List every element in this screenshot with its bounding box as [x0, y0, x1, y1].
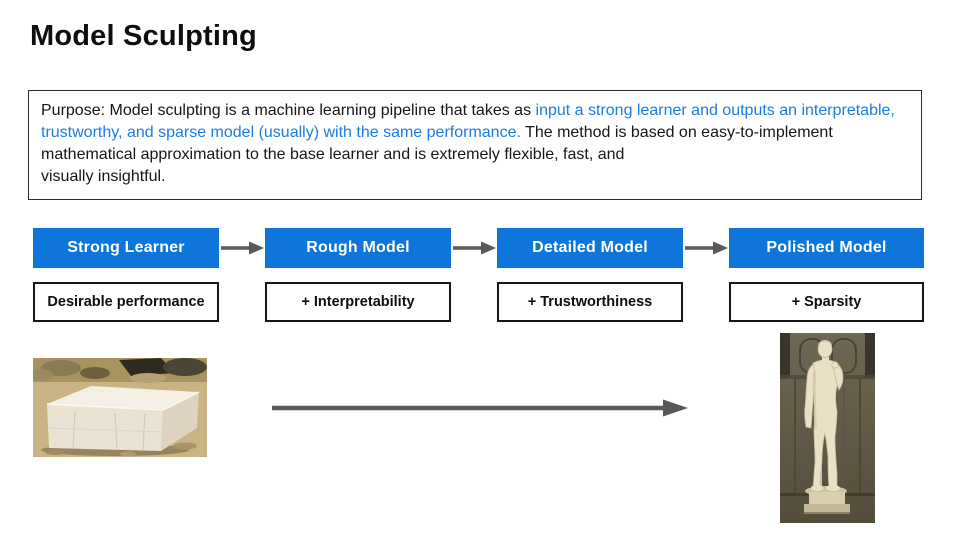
- stage-label: Detailed Model: [532, 239, 648, 256]
- right-arrow-icon: [685, 241, 728, 255]
- stage-label: Polished Model: [766, 239, 887, 256]
- pipeline-property-row: Desirable performance + Interpretability…: [33, 282, 924, 322]
- statue-figure: [804, 340, 850, 514]
- page-title: Model Sculpting: [30, 20, 257, 52]
- purpose-paragraph: Purpose: Model sculpting is a machine le…: [41, 100, 909, 188]
- right-arrow-icon: [453, 241, 496, 255]
- property-box-trustworthiness: + Trustworthiness: [497, 282, 683, 322]
- purpose-text-last-line: visually insightful.: [41, 168, 166, 185]
- stage-arrow-3: [683, 240, 729, 256]
- stage-arrow-2: [451, 240, 497, 256]
- stage-label: Rough Model: [306, 239, 410, 256]
- right-arrow-icon: [221, 241, 264, 255]
- pipeline-stage-row: Strong Learner Rough Model Detailed Mode…: [33, 228, 924, 268]
- property-box-interpretability: + Interpretability: [265, 282, 451, 322]
- sculpting-transform-arrow-icon: [272, 399, 688, 417]
- stage-box-polished-model: Polished Model: [729, 228, 924, 268]
- property-label: + Interpretability: [301, 294, 415, 310]
- stage-box-rough-model: Rough Model: [265, 228, 451, 268]
- purpose-text-lead: Purpose: Model sculpting is a machine le…: [41, 102, 536, 119]
- property-label: + Trustworthiness: [527, 294, 653, 310]
- purpose-text-highlight: input a strong learner and outputs an in…: [41, 102, 895, 141]
- property-label: + Sparsity: [791, 294, 862, 310]
- purpose-text-tail: The method is based on easy-to-implement…: [41, 124, 833, 163]
- stage-box-strong-learner: Strong Learner: [33, 228, 219, 268]
- property-label: Desirable performance: [47, 294, 205, 310]
- purpose-text-box: Purpose: Model sculpting is a machine le…: [28, 90, 922, 200]
- property-box-performance: Desirable performance: [33, 282, 219, 322]
- property-box-sparsity: + Sparsity: [729, 282, 924, 322]
- stage-box-detailed-model: Detailed Model: [497, 228, 683, 268]
- stage-arrow-1: [219, 240, 265, 256]
- stage-label: Strong Learner: [67, 239, 185, 256]
- marble-block-photo: [33, 358, 207, 457]
- david-statue-photo: [780, 333, 875, 523]
